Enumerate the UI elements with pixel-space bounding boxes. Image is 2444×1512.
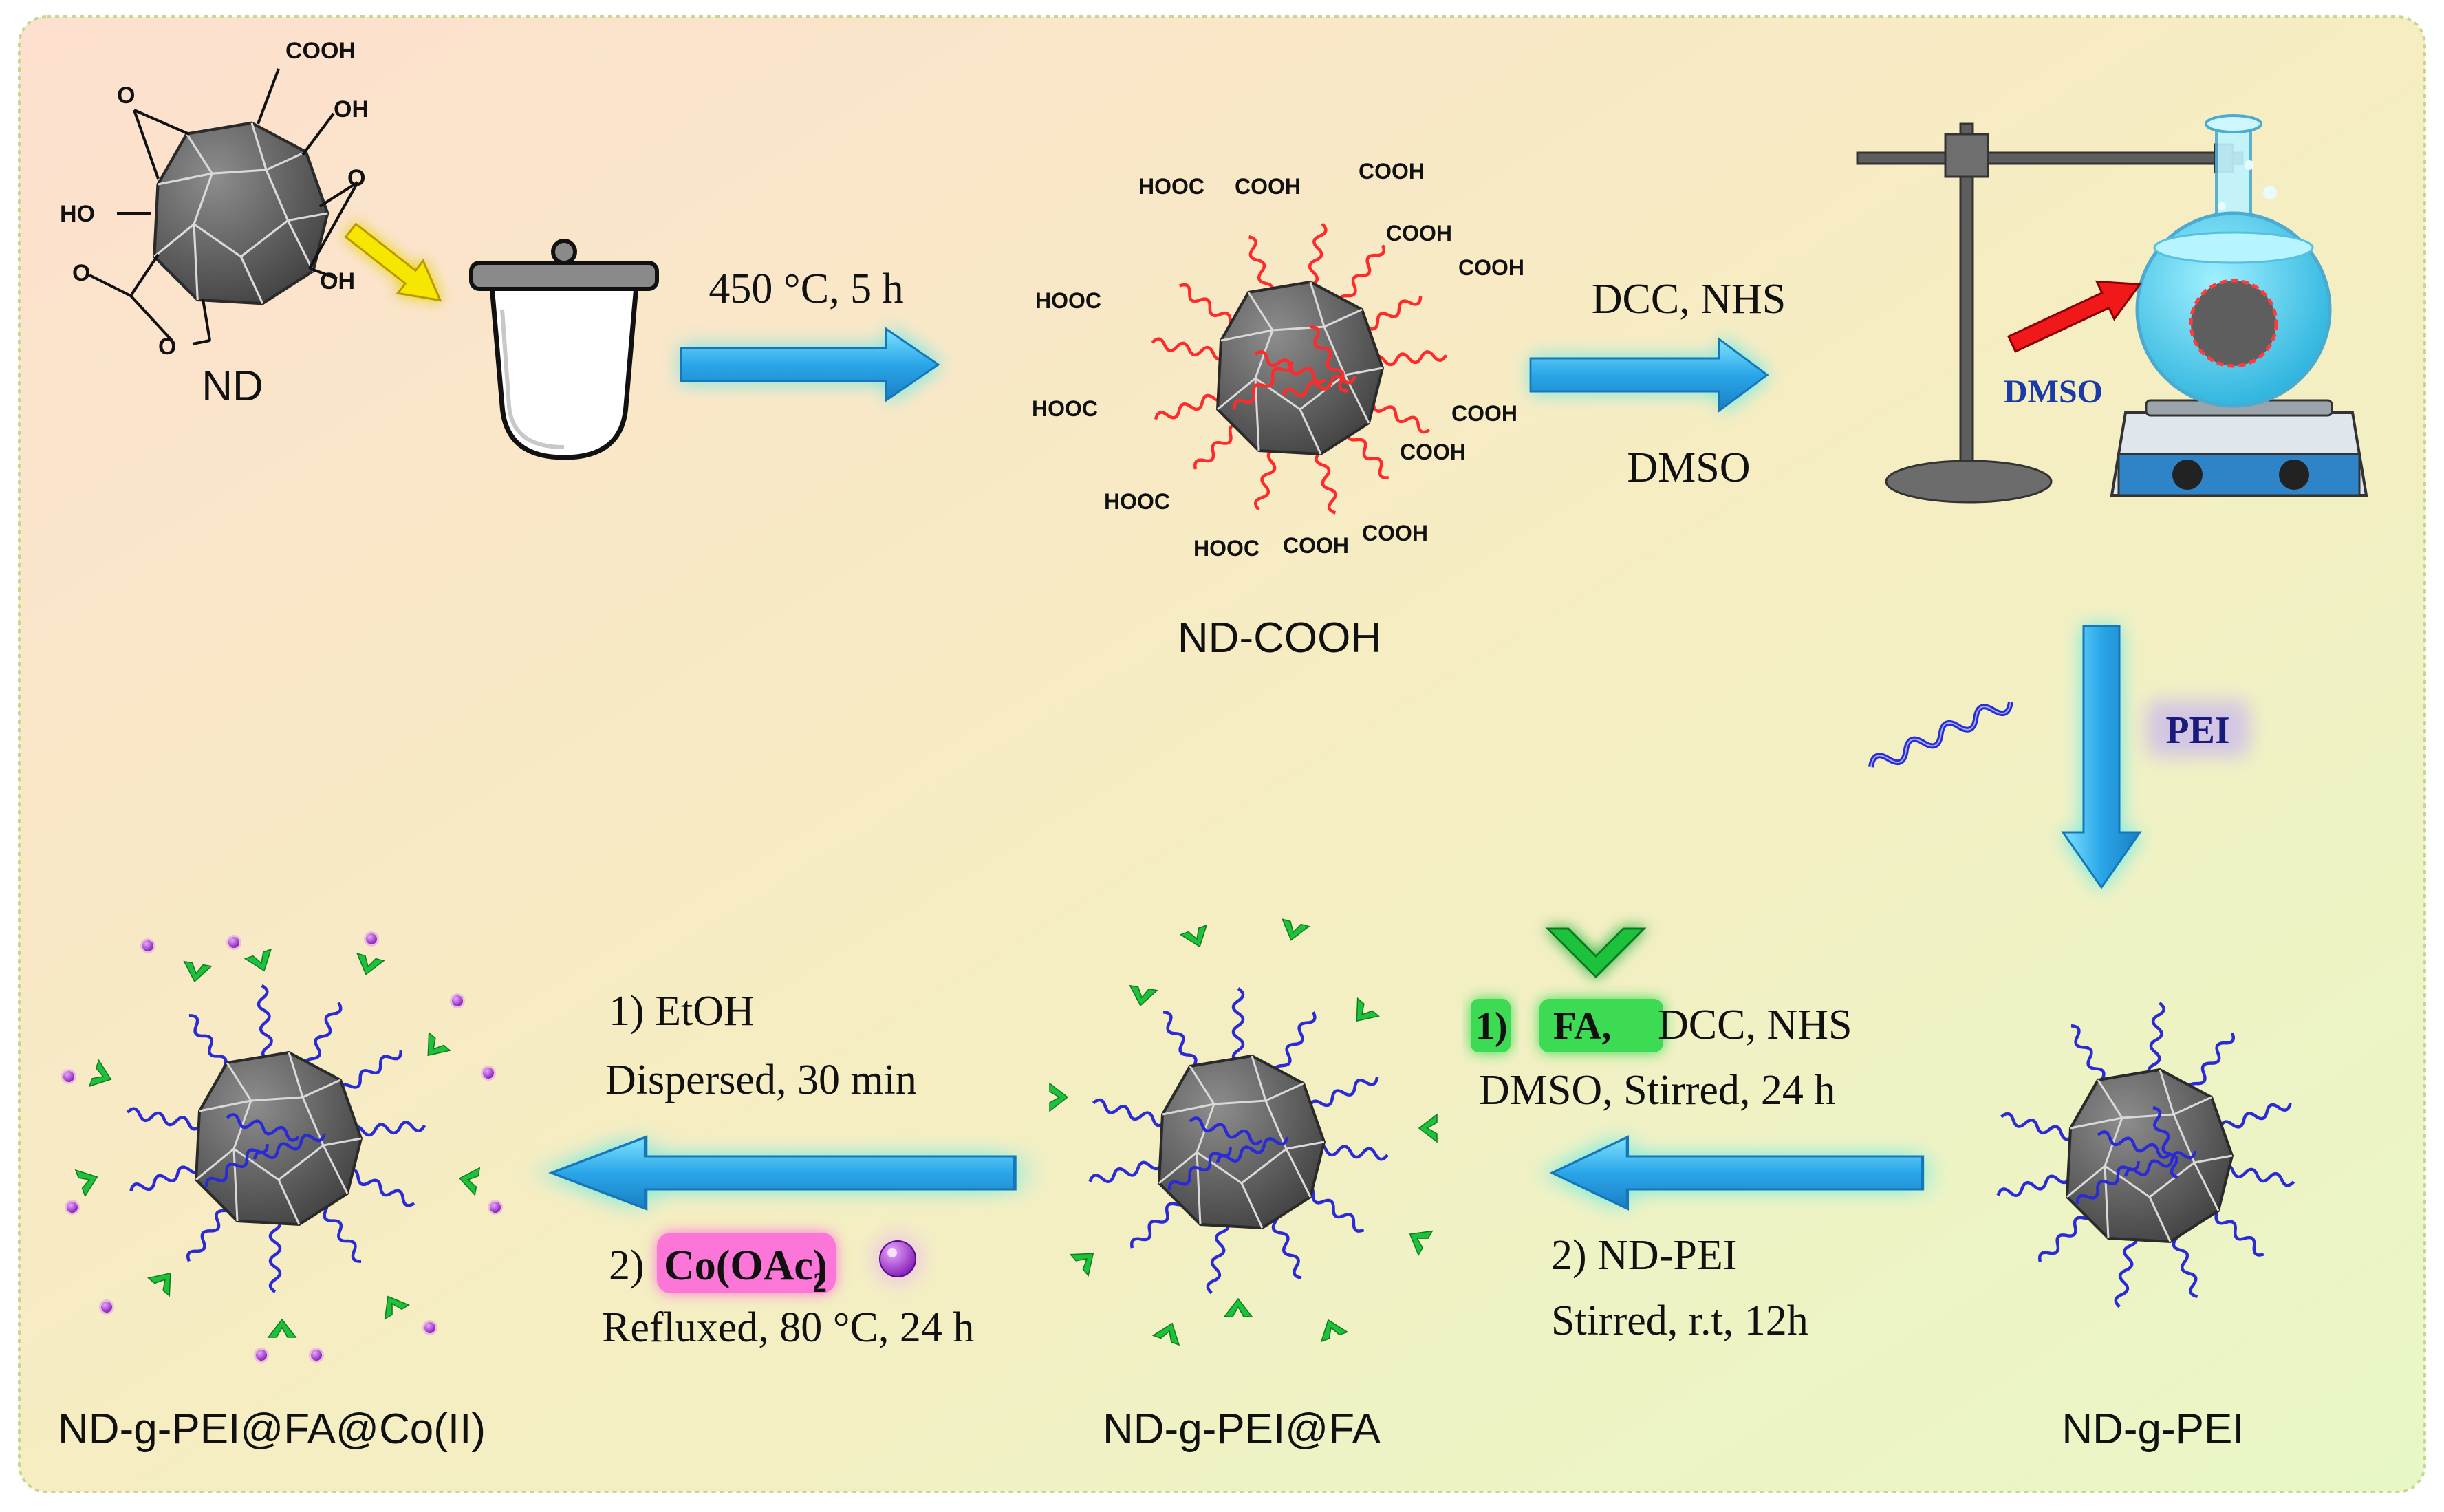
acid-label: HOOC — [1035, 288, 1101, 313]
acid-label: COOH — [1362, 521, 1428, 546]
step4-line1-rest: DCC, NHS — [1658, 1002, 1852, 1048]
step5-line3-co: Co(OAc) — [664, 1242, 828, 1289]
nd-label: ND — [202, 363, 263, 410]
acid-label: HOOC — [1104, 489, 1170, 514]
step1-conditions: 450 °C, 5 h — [709, 266, 903, 312]
nd-cooh-label: ND-COOH — [1178, 614, 1381, 662]
nd-group-o-ring: O — [158, 334, 176, 360]
lab-setup-icon — [1856, 114, 2368, 504]
nd-group-o-left: O — [117, 83, 135, 109]
acid-label: HOOC — [1138, 174, 1204, 199]
fa-icon — [1545, 927, 1647, 979]
acid-label: COOH — [1359, 159, 1425, 184]
step5-line2: Dispersed, 30 min — [605, 1057, 917, 1103]
acid-label: HOOC — [1032, 396, 1098, 421]
step4-line4: Stirred, r.t, 12h — [1551, 1297, 1808, 1344]
dmso-solvent-tag: DMSO — [2004, 374, 2103, 410]
step5-line4: Refluxed, 80 °C, 24 h — [602, 1304, 974, 1351]
nd-g-pei-fa-label: ND-g-PEI@FA — [1103, 1405, 1381, 1453]
nd-g-pei-fa-co-label: ND-g-PEI@FA@Co(II) — [58, 1405, 486, 1453]
acid-label: COOH — [1400, 440, 1466, 464]
nd-group-o-carbonyl: O — [72, 260, 90, 286]
acid-label: COOH — [1235, 174, 1301, 199]
pei-highlight — [2146, 700, 2249, 757]
step2-top: DCC, NHS — [1592, 276, 1786, 323]
acid-label: HOOC — [1193, 536, 1259, 561]
step3-arrow — [2060, 625, 2143, 891]
red-pointer-arrow — [2007, 280, 2142, 353]
acid-labels: HOOC COOH COOH COOH COOH HOOC HOOC COOH … — [1032, 159, 1524, 561]
pei-chain-icon — [1868, 701, 2013, 768]
acid-label: COOH — [1451, 401, 1517, 426]
nd-group-cooh: COOH — [285, 38, 356, 64]
step4-line1-num: 1) — [1475, 1005, 1508, 1048]
nd-group-ho: HO — [60, 201, 95, 227]
cobalt-ion-icon — [873, 1234, 922, 1284]
nd-group-oh-bottom: OH — [320, 268, 355, 294]
acid-label: COOH — [1386, 221, 1452, 246]
step4-line1-fa: FA, — [1553, 1005, 1612, 1048]
pei-reagent: PEI — [2165, 709, 2229, 752]
step5-line3-sub: 2 — [813, 1267, 827, 1298]
step5-line3-num: 2) — [609, 1242, 645, 1289]
acid-label: COOH — [1283, 533, 1349, 558]
fa-highlight — [1539, 999, 1663, 1052]
nd-molecule: COOH OH O O HO O O OH — [60, 38, 369, 360]
step5-line1: 1) EtOH — [609, 988, 755, 1035]
crucible-icon — [469, 239, 659, 460]
yellow-pointer-arrow — [344, 222, 442, 302]
nd-group-oh-top: OH — [334, 96, 369, 122]
step4-line3: 2) ND-PEI — [1551, 1232, 1737, 1279]
co-highlight — [657, 1233, 836, 1293]
nd-group-o-right: O — [347, 165, 365, 191]
background-frame — [18, 15, 2426, 1493]
step4-line2: DMSO, Stirred, 24 h — [1479, 1067, 1835, 1114]
step2-bottom: DMSO — [1627, 444, 1750, 491]
acid-label: COOH — [1458, 255, 1524, 280]
nd-g-pei-label: ND-g-PEI — [2062, 1405, 2244, 1453]
step4-num-highlight — [1471, 999, 1511, 1052]
